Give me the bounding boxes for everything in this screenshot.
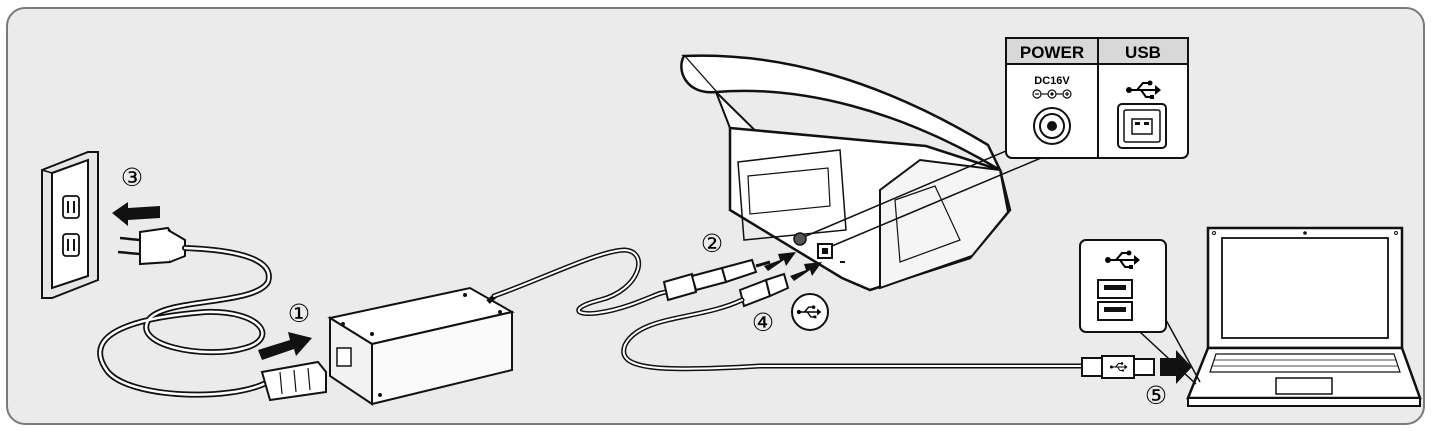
wall-outlet	[41, 151, 99, 299]
ac-plug	[117, 226, 186, 266]
ac-adapter	[327, 286, 515, 406]
dc-jack-icon	[1033, 107, 1071, 145]
step-4-label: ④	[752, 308, 774, 337]
dc-plug	[662, 258, 771, 302]
usb-header: USB	[1125, 43, 1161, 62]
arrow-icon	[258, 332, 312, 360]
voltage-label: DC16V	[1034, 75, 1070, 87]
laptop-usb-callout	[1079, 239, 1201, 385]
step-2-label: ②	[701, 229, 723, 258]
arrow-icon	[112, 202, 160, 226]
laptop	[1186, 226, 1422, 407]
step-5-label: ⑤	[1145, 381, 1167, 410]
scanner	[680, 54, 1061, 292]
usb-a-plug	[1081, 355, 1155, 379]
step-3-label: ③	[121, 163, 143, 192]
arrow-icon	[790, 262, 822, 281]
usb-icon	[791, 293, 829, 331]
arrow-icon	[764, 252, 796, 271]
usb-b-port-icon	[1117, 103, 1167, 149]
power-header: POWER	[1020, 43, 1084, 62]
power-cord-inner	[98, 246, 271, 396]
polarity-symbol-icon	[1032, 89, 1072, 99]
iec-connector	[260, 360, 327, 402]
step-1-label: ①	[288, 299, 310, 328]
